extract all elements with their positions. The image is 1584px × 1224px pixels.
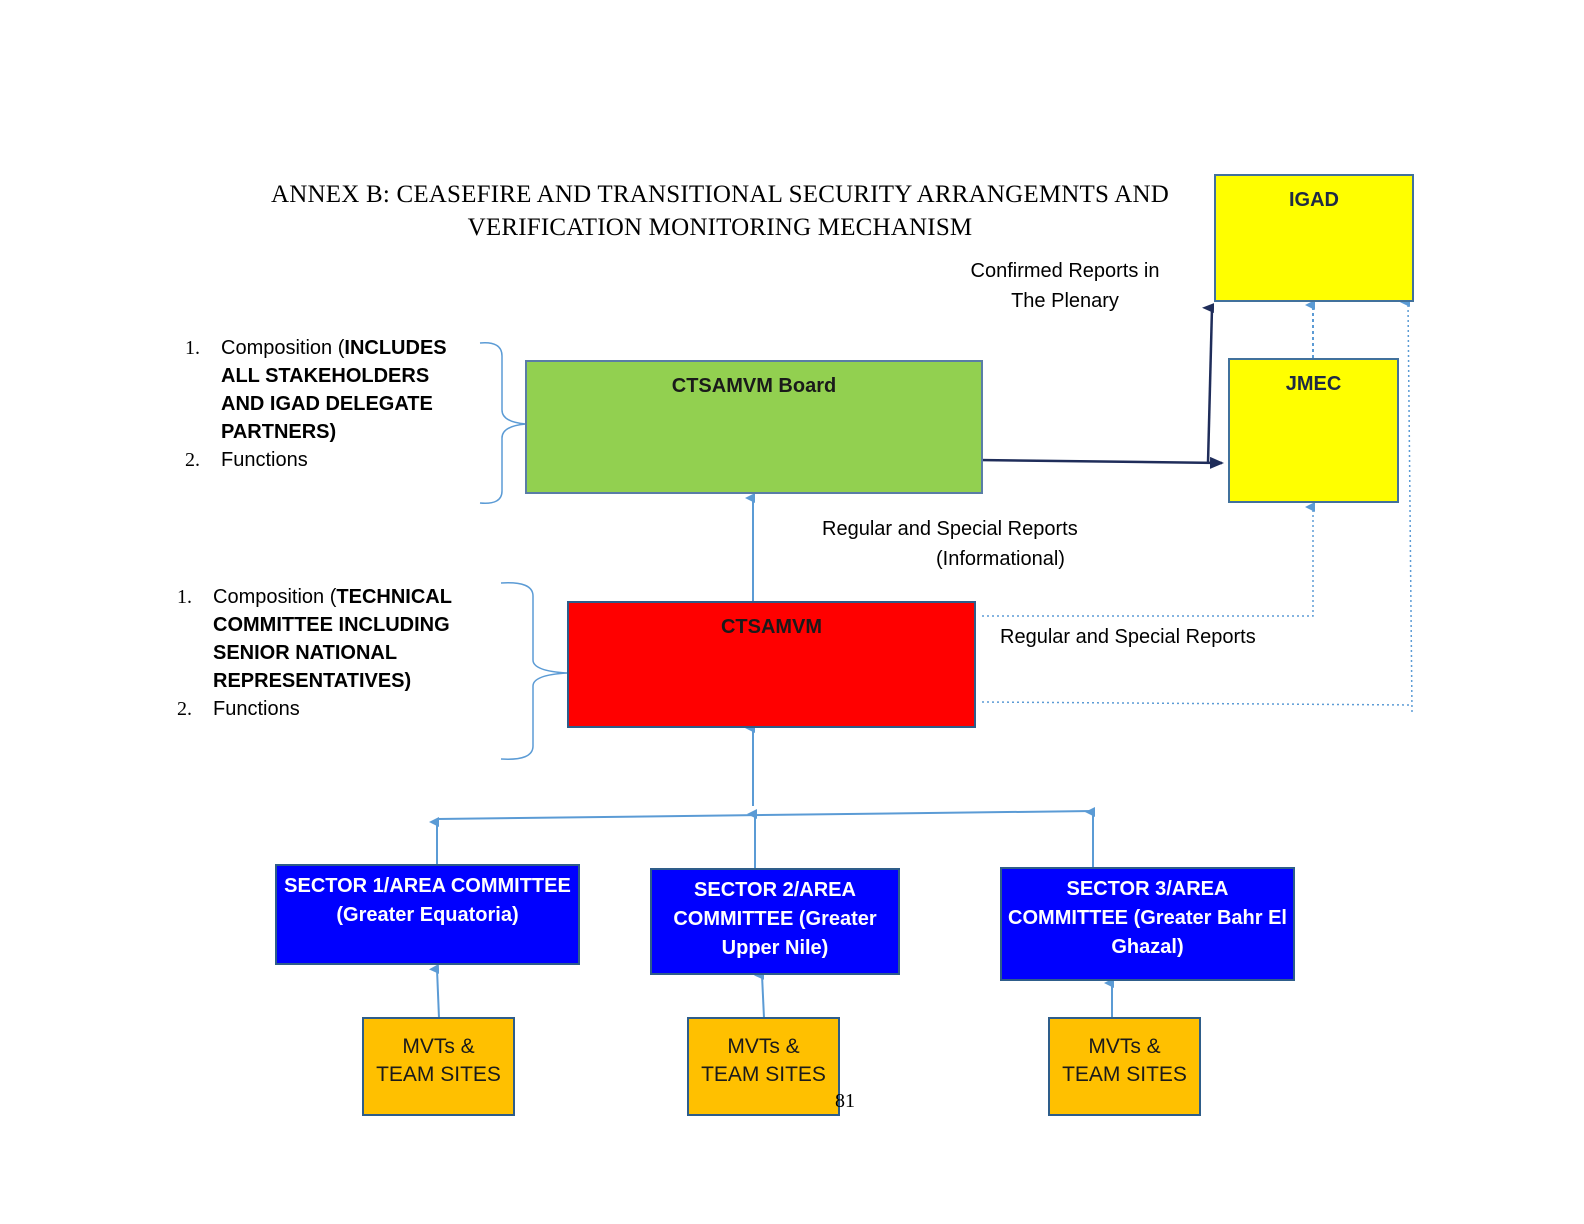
- ctsamvm-board-label: CTSAMVM Board: [671, 375, 837, 397]
- ctsamvm-notes-item-2-text: Functions: [213, 698, 300, 720]
- sector-3-label: SECTOR 3/AREA COMMITTEE (Greater Bahr El…: [1008, 878, 1287, 958]
- confirmed-reports-line-1: Confirmed Reports in: [970, 260, 1160, 282]
- regular-special-reports-2-label: Regular and Special Reports: [1000, 622, 1320, 652]
- diagram-title: ANNEX B: CEASEFIRE AND TRANSITIONAL SECU…: [240, 178, 1200, 244]
- sector-bus-line: [436, 810, 1094, 820]
- ctsamvm-notes-item-2: 2. Functions: [177, 695, 467, 723]
- mvt-team-sites-2-node: MVTs & TEAM SITES: [687, 1017, 840, 1116]
- board-notes-item-1: 1. Composition (INCLUDES ALL STAKEHOLDER…: [185, 334, 475, 446]
- ctsamvm-notes-list: 1. Composition (TECHNICAL COMMITTEE INCL…: [177, 583, 467, 723]
- mvt-3-line-2: TEAM SITES: [1062, 1063, 1187, 1086]
- igad-label: IGAD: [1289, 189, 1339, 211]
- jmec-label: JMEC: [1285, 373, 1342, 395]
- page-number: 81: [835, 1090, 855, 1112]
- mvt-3-line-1: MVTs &: [1088, 1035, 1161, 1058]
- ctsamvm-to-igad-connector: [981, 701, 1413, 706]
- sector-2-label: SECTOR 2/AREA COMMITTEE (Greater Upper N…: [673, 879, 877, 959]
- title-line-1: ANNEX B: CEASEFIRE AND TRANSITIONAL SECU…: [271, 181, 1169, 208]
- mvt-team-sites-3-node: MVTs & TEAM SITES: [1048, 1017, 1201, 1116]
- ctsamvm-notes-brace: [500, 582, 568, 760]
- board-notes-item-1-text: Composition (: [221, 337, 345, 359]
- sector-1-node: SECTOR 1/AREA COMMITTEE (Greater Equator…: [275, 864, 580, 965]
- board-notes-item-2-text: Functions: [221, 449, 308, 471]
- board-notes-item-2: 2. Functions: [185, 446, 475, 474]
- regular-special-reports-label: Regular and Special Reports (Information…: [822, 514, 1122, 574]
- mvt-2-line-1: MVTs &: [727, 1035, 800, 1058]
- ctsamvm-label: CTSAMVM: [720, 616, 823, 638]
- ctsamvm-notes-item-1-text: Composition (: [213, 586, 337, 608]
- board-notes-item-2-number: 2.: [185, 449, 200, 471]
- board-to-jmec-connector: [977, 456, 1224, 469]
- jmec-node: JMEC: [1228, 358, 1399, 503]
- mvt-1-to-sector-1-connector: [429, 963, 440, 1019]
- ctsamvm-notes-item-1: 1. Composition (TECHNICAL COMMITTEE INCL…: [177, 583, 467, 695]
- regular-special-reports-2-text: Regular and Special Reports: [1000, 626, 1256, 648]
- board-notes-item-1-number: 1.: [185, 337, 200, 359]
- mvt-1-line-2: TEAM SITES: [376, 1063, 501, 1086]
- board-notes-item-1-bold: INCLUDES ALL STAKEHOLDERS AND IGAD DELEG…: [221, 337, 447, 443]
- ctsamvm-notes-item-2-number: 2.: [177, 698, 192, 720]
- sector-3-node: SECTOR 3/AREA COMMITTEE (Greater Bahr El…: [1000, 867, 1295, 981]
- board-notes-brace: [479, 342, 527, 504]
- ctsamvm-notes-item-1-bold: TECHNICAL COMMITTEE INCLUDING SENIOR NAT…: [213, 586, 452, 692]
- ctsamvm-node: CTSAMVM: [567, 601, 976, 728]
- regular-special-reports-line-2: (Informational): [936, 548, 1065, 570]
- sector-2-node: SECTOR 2/AREA COMMITTEE (Greater Upper N…: [650, 868, 900, 975]
- ctsamvm-to-jmec-connector: [982, 502, 1315, 617]
- regular-special-reports-line-1: Regular and Special Reports: [822, 518, 1078, 540]
- ctsamvm-to-igad-riser: [1400, 296, 1413, 713]
- confirmed-reports-line-2: The Plenary: [1011, 290, 1119, 312]
- sector-1-label: SECTOR 1/AREA COMMITTEE (Greater Equator…: [284, 875, 571, 926]
- mvt-1-line-1: MVTs &: [402, 1035, 475, 1058]
- igad-node: IGAD: [1214, 174, 1414, 302]
- title-line-2: VERIFICATION MONITORING MECHANISM: [467, 214, 973, 241]
- mvt-2-line-2: TEAM SITES: [701, 1063, 826, 1086]
- board-to-igad-connector: [1202, 303, 1215, 464]
- confirmed-reports-label: Confirmed Reports in The Plenary: [945, 256, 1185, 316]
- board-notes-list: 1. Composition (INCLUDES ALL STAKEHOLDER…: [185, 334, 475, 474]
- ctsamvm-board-node: CTSAMVM Board: [525, 360, 983, 494]
- mvt-2-to-sector-2-connector: [754, 969, 765, 1019]
- ctsamvm-notes-item-1-number: 1.: [177, 586, 192, 608]
- mvt-team-sites-1-node: MVTs & TEAM SITES: [362, 1017, 515, 1116]
